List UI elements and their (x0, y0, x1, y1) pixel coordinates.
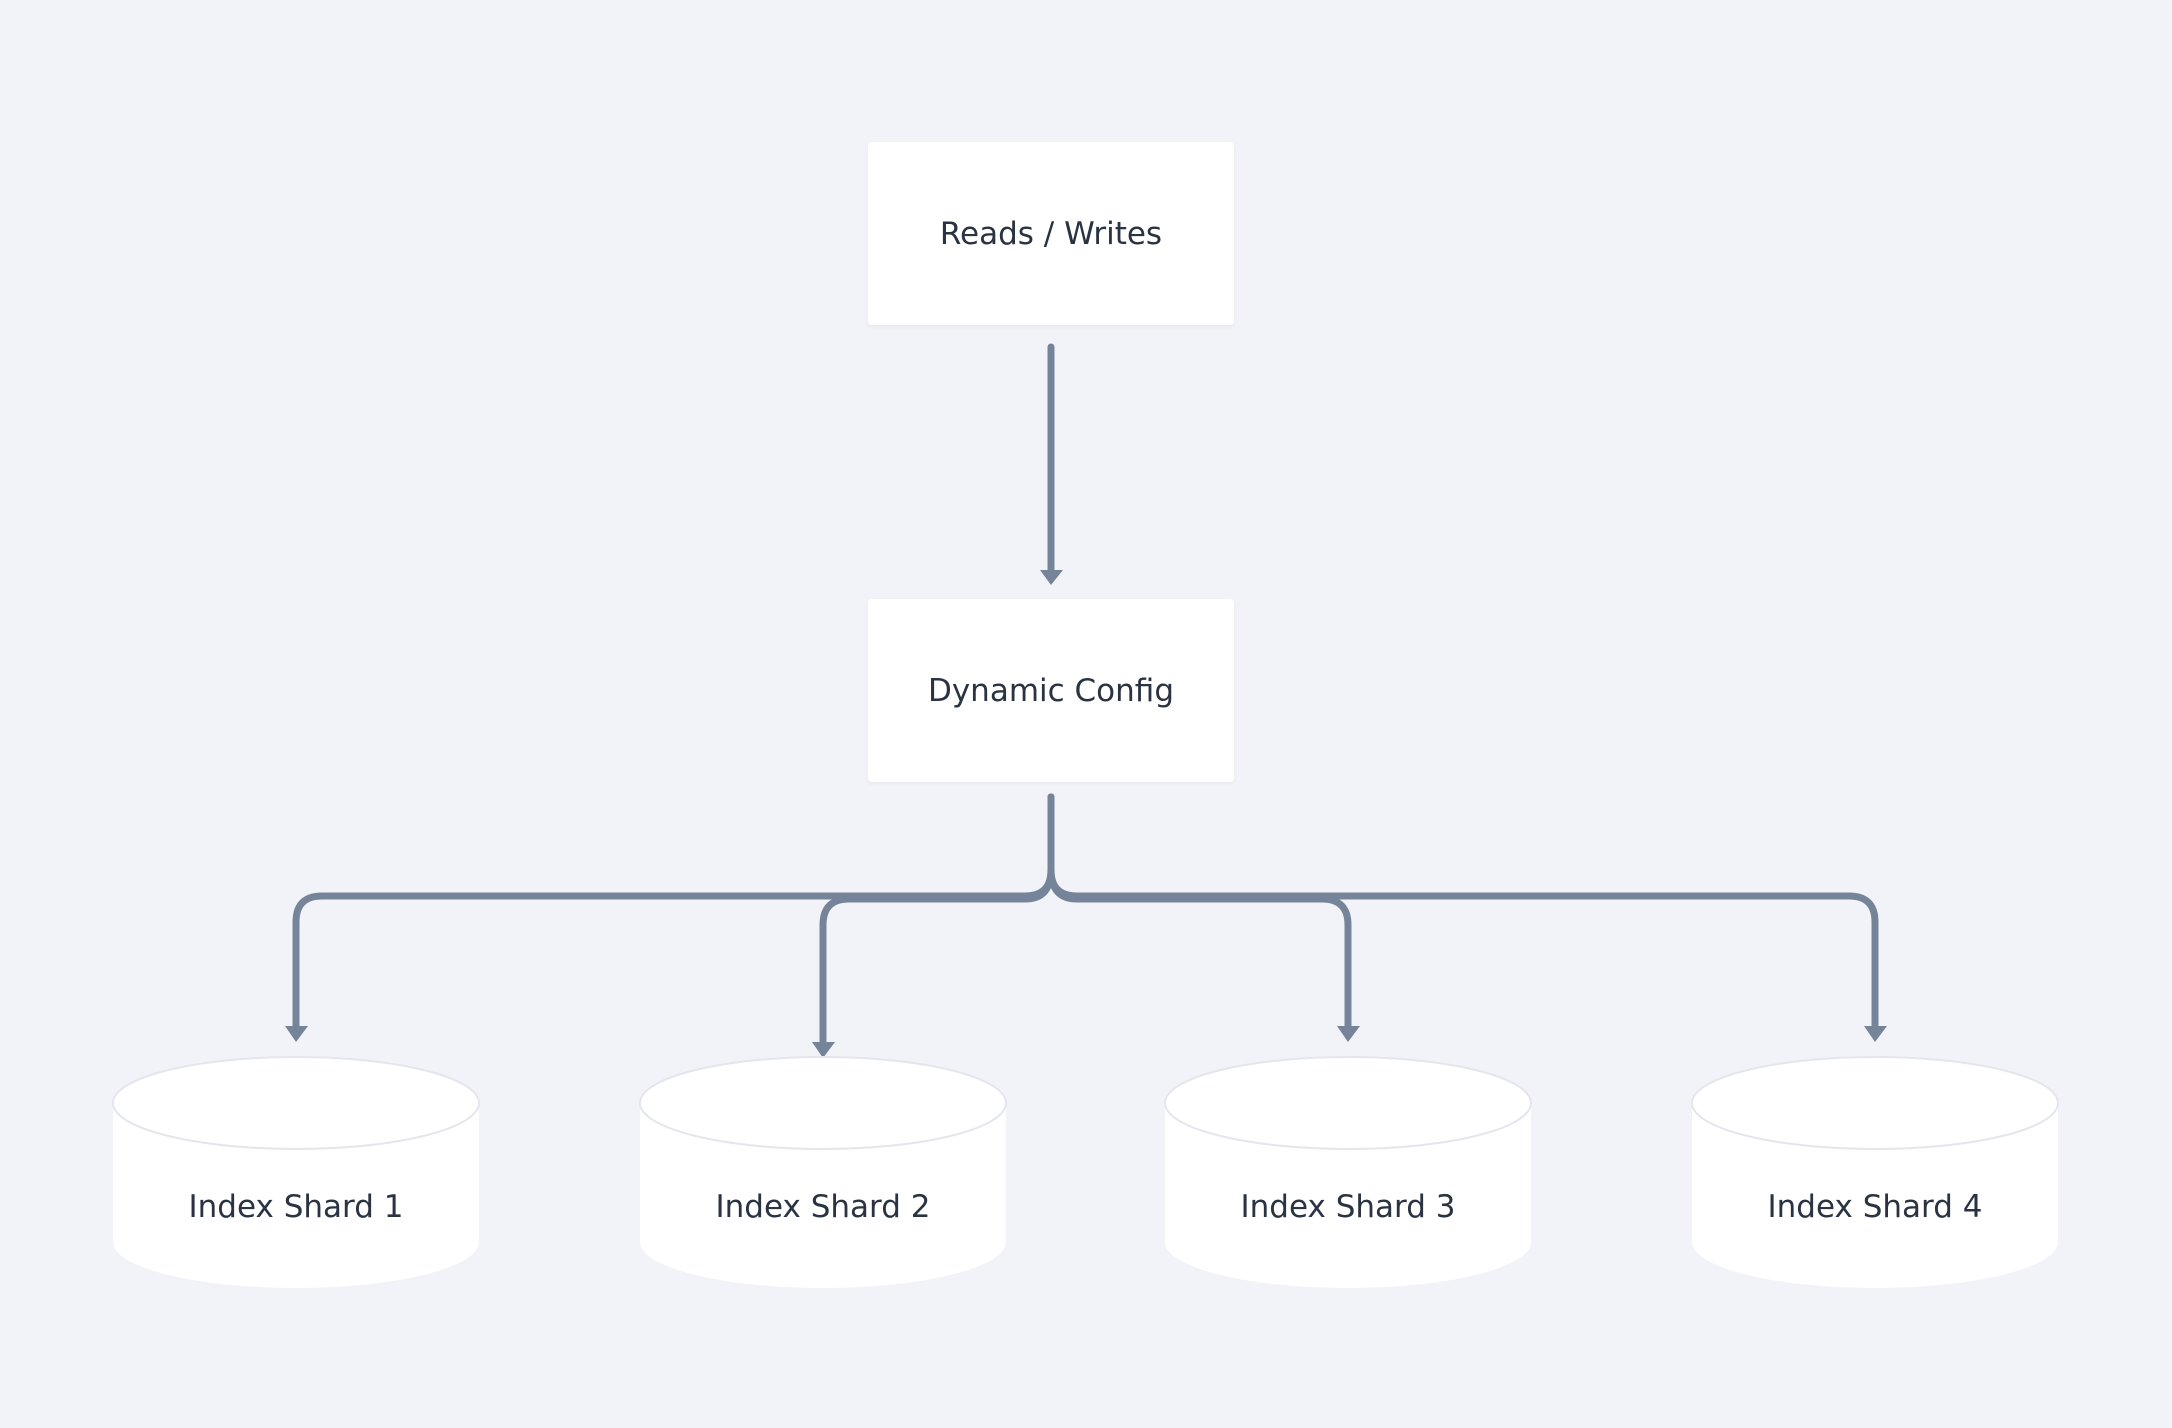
node-index-shard-2 (639, 1056, 1007, 1288)
node-index-shard-1 (112, 1056, 480, 1288)
edge-config-to-shard-3 (1047, 793, 1352, 1031)
edge-config-to-shard-4 (1047, 793, 1879, 1031)
node-index-shard-1-label: Index Shard 1 (188, 1189, 404, 1225)
node-index-shard-3 (1164, 1056, 1532, 1288)
node-index-shard-4 (1691, 1056, 2059, 1288)
node-index-shard-4-label: Index Shard 4 (1767, 1189, 1983, 1225)
edge-config-to-shard-1 (292, 793, 1055, 1031)
node-reads-writes-label: Reads / Writes (939, 215, 1163, 252)
node-index-shard-3-label: Index Shard 3 (1240, 1189, 1456, 1225)
node-reads-writes: Reads / Writes (868, 142, 1234, 325)
arrowhead-shard-2 (812, 1042, 835, 1058)
arrowhead-config (1040, 570, 1063, 585)
arrowhead-shard-3 (1337, 1026, 1360, 1042)
edge-config-to-shard-2 (819, 793, 1055, 1046)
node-dynamic-config: Dynamic Config (868, 599, 1234, 782)
node-index-shard-2-label: Index Shard 2 (715, 1189, 931, 1225)
arrowhead-shard-1 (285, 1026, 308, 1042)
arrowhead-shard-4 (1864, 1026, 1887, 1042)
node-dynamic-config-label: Dynamic Config (927, 672, 1175, 709)
